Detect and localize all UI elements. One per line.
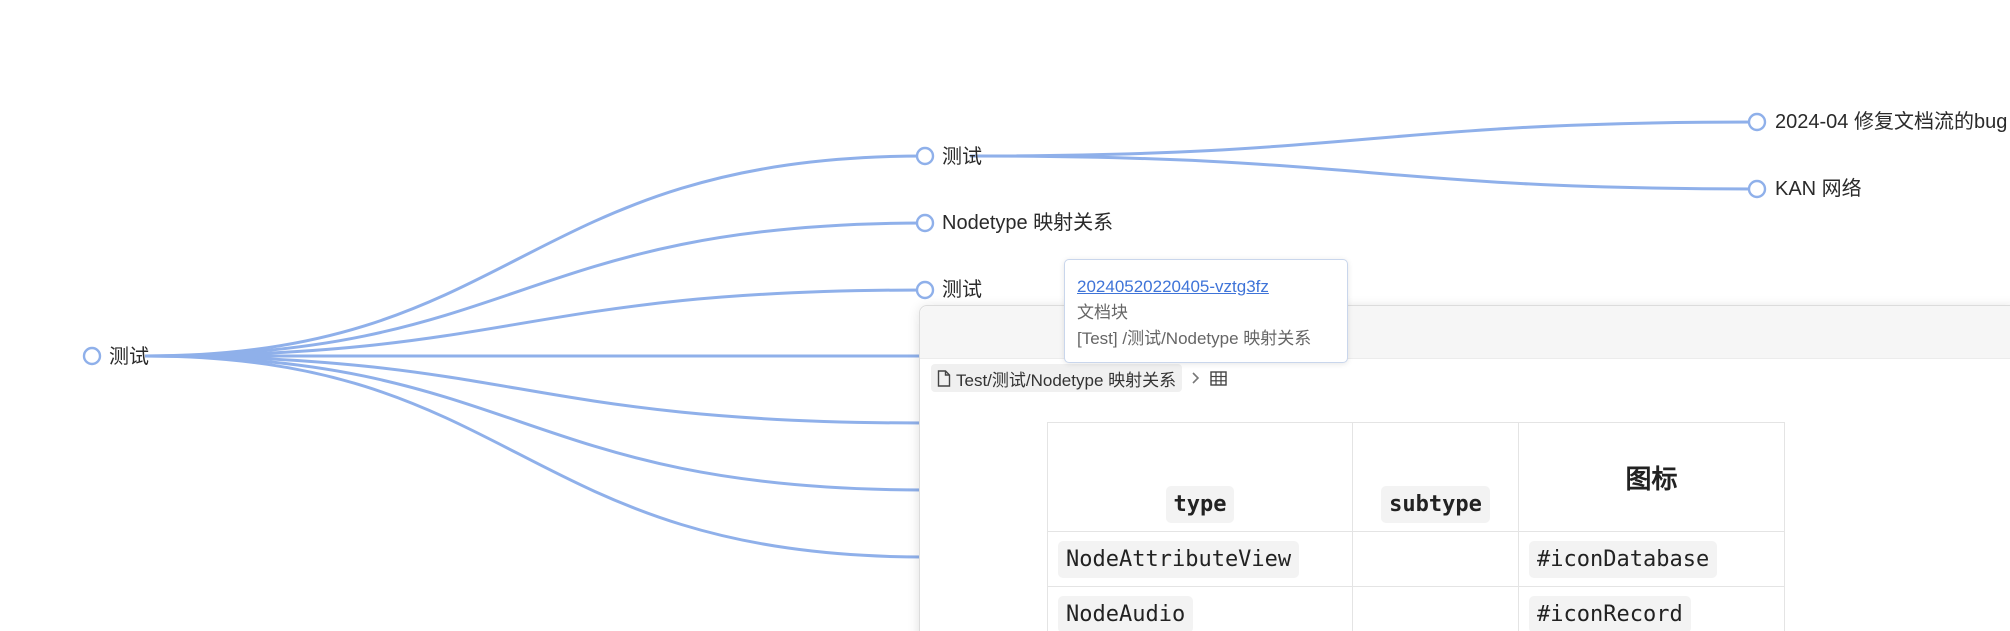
table-cell: #iconRecord — [1518, 586, 1785, 631]
block-tooltip: 20240520220405-vztg3fz 文档块 [Test] /测试/No… — [1064, 259, 1348, 363]
table-header-row: type subtype 图标 — [1047, 422, 1785, 532]
grandchild-node-label-1[interactable]: 2024-04 修复文档流的bug — [1775, 111, 2008, 133]
edge-root-child-2 — [144, 221, 926, 358]
file-icon — [937, 369, 951, 387]
edge-root-child-3 — [144, 288, 926, 358]
child-node-label-3[interactable]: 测试 — [942, 279, 982, 301]
edge-root-child-6 — [144, 354, 926, 492]
edge-root-child-7 — [144, 354, 926, 559]
table-row: NodeAttributeView #iconDatabase — [1047, 531, 1785, 587]
root-node-circle[interactable] — [82, 346, 102, 366]
edge-child-1-grandchild-1 — [969, 120, 1758, 158]
table-header-type: type — [1047, 422, 1353, 532]
table-cell: NodeAudio — [1047, 586, 1353, 631]
table-cell: #iconDatabase — [1518, 531, 1785, 587]
nodetype-table: type subtype 图标 NodeAttributeView #iconD… — [1047, 422, 1785, 631]
root-node-label[interactable]: 测试 — [109, 346, 149, 368]
table-icon[interactable] — [1210, 370, 1227, 386]
table-header-icon: 图标 — [1518, 422, 1785, 532]
chevron-right-icon — [1192, 372, 1200, 384]
grandchild-node-circle-2[interactable] — [1747, 179, 1767, 199]
table-row: NodeAudio #iconRecord — [1047, 586, 1785, 631]
grandchild-node-circle-1[interactable] — [1747, 112, 1767, 132]
grandchild-node-label-2[interactable]: KAN 网络 — [1775, 178, 1862, 200]
table-cell — [1352, 531, 1519, 587]
tooltip-block-id-link[interactable]: 20240520220405-vztg3fz — [1077, 277, 1269, 296]
edge-child-1-grandchild-2 — [969, 154, 1758, 191]
child-node-circle-2[interactable] — [915, 213, 935, 233]
tooltip-block-path: [Test] /测试/Nodetype 映射关系 — [1077, 329, 1312, 348]
edge-root-child-5 — [144, 354, 926, 425]
breadcrumb: Test/测试/Nodetype 映射关系 — [931, 364, 1227, 392]
breadcrumb-path: Test/测试/Nodetype 映射关系 — [956, 370, 1177, 390]
table-header-subtype: subtype — [1352, 422, 1519, 532]
tooltip-block-type: 文档块 — [1077, 303, 1128, 322]
breadcrumb-doc-item[interactable]: Test/测试/Nodetype 映射关系 — [931, 364, 1183, 392]
child-node-circle-1[interactable] — [915, 146, 935, 166]
child-node-circle-3[interactable] — [915, 280, 935, 300]
child-node-label-1[interactable]: 测试 — [942, 146, 982, 168]
child-node-label-2[interactable]: Nodetype 映射关系 — [942, 212, 1114, 234]
table-cell — [1352, 586, 1519, 631]
edge-root-child-1 — [144, 154, 926, 358]
table-cell: NodeAttributeView — [1047, 531, 1353, 587]
